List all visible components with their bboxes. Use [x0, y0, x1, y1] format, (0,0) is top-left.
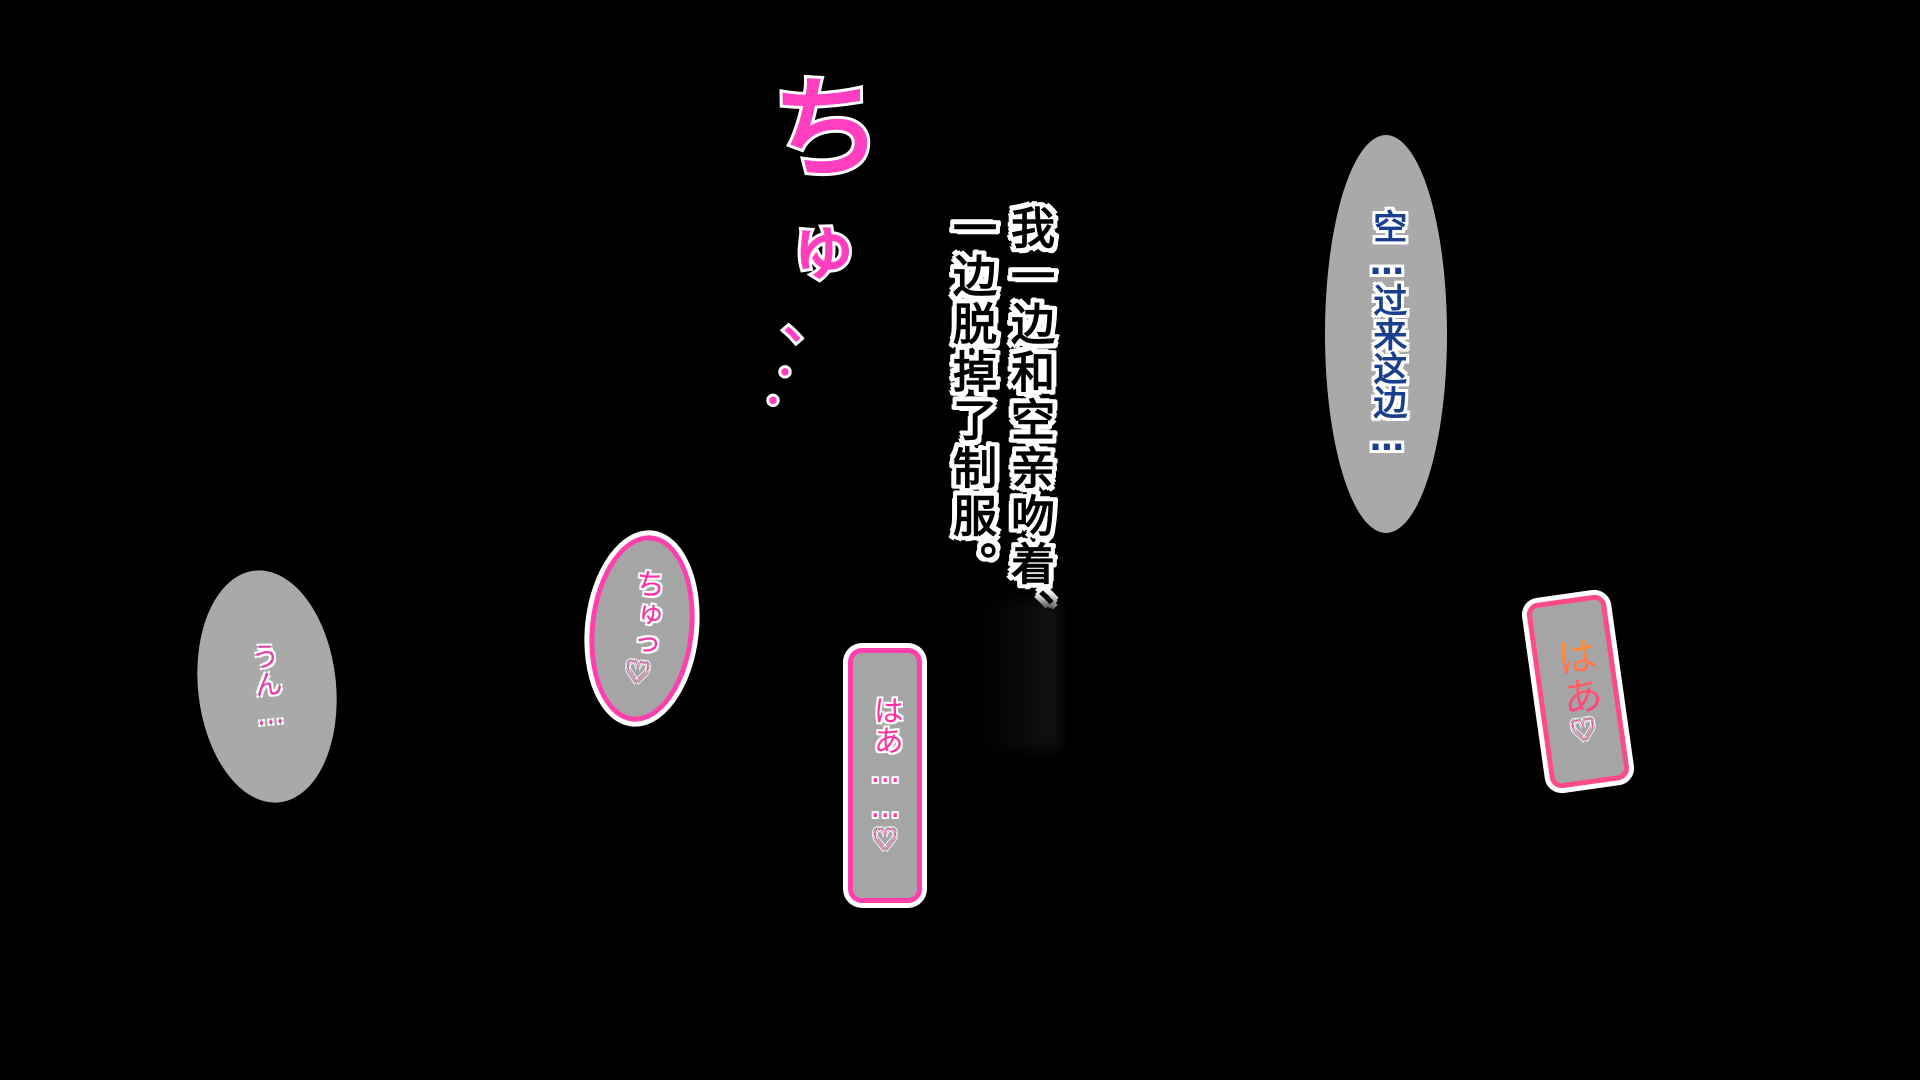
narration-box: 我一边和空亲吻着、 一边脱掉了制服。: [930, 205, 1054, 637]
sfx-chu-big: ちゅ、・・・: [745, 72, 885, 412]
sfx-glyph: ・: [770, 357, 800, 392]
sfx-bubble-haa-right: はあ ♡: [1525, 593, 1631, 790]
speech-bubble-left: うん…: [186, 563, 348, 810]
sfx-glyph: ち: [772, 72, 882, 193]
narration-line-2: 一边脱掉了制服。: [945, 205, 996, 589]
speech-text-left: うん…: [246, 640, 289, 733]
sfx-haa-right-text: はあ: [1547, 633, 1605, 719]
sfx-bubble-chu: ちゅっ ♡: [580, 530, 704, 727]
speech-text-right: 空…过来这边…: [1366, 209, 1407, 459]
sfx-glyph: 、: [783, 294, 831, 350]
sfx-glyph: ゅ: [788, 207, 858, 289]
heart-icon: ♡: [1567, 711, 1600, 751]
sfx-haa-center-text: はあ……: [867, 694, 903, 825]
heart-icon: ♡: [622, 654, 653, 692]
sfx-glyph: ・: [758, 385, 788, 412]
narration-line-1: 我一边和空亲吻着、: [1003, 205, 1054, 637]
speech-bubble-right: 空…过来这边…: [1325, 135, 1447, 533]
sfx-chu-small-text: ちゅっ: [621, 566, 667, 660]
shadow-decoration: [980, 600, 1060, 750]
sfx-bubble-haa-center: はあ…… ♡: [848, 648, 922, 903]
sfx-chu-text: ちゅ、・・・: [748, 72, 882, 412]
heart-icon: ♡: [871, 822, 899, 858]
